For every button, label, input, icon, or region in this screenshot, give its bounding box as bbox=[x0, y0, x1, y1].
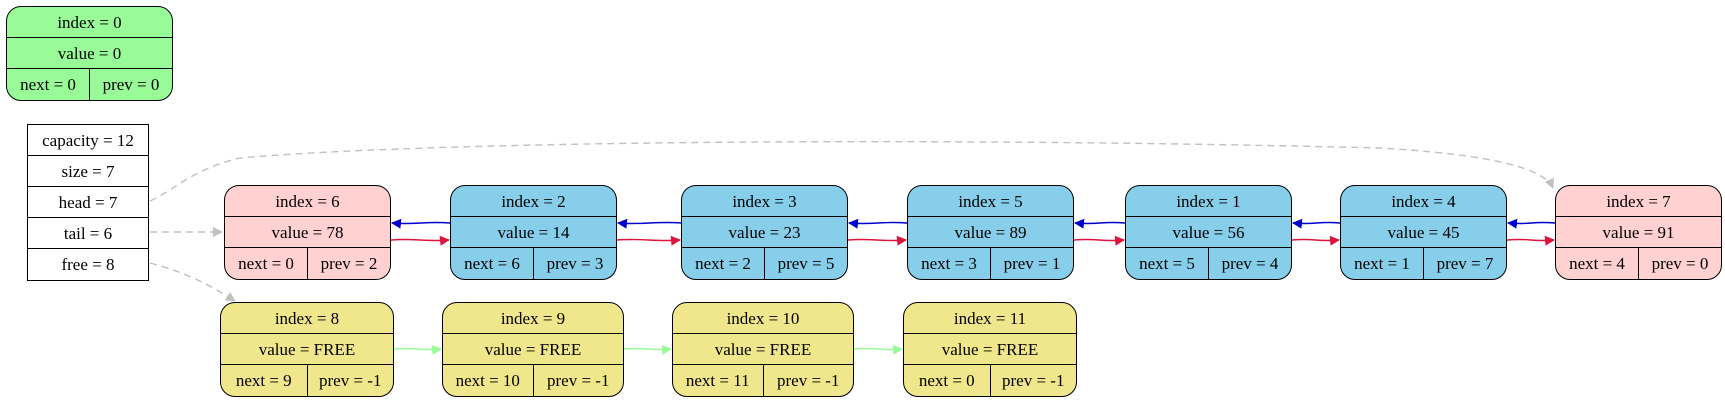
zero-node: index = 0 value = 0 next = 0 prev = 0 bbox=[6, 6, 173, 101]
next-edge bbox=[847, 235, 907, 246]
node-prev: prev = 0 bbox=[102, 75, 160, 94]
list-node: index = 7 value = 91 next = 4 prev = 0 bbox=[1555, 185, 1722, 280]
free-field: free = 8 bbox=[61, 255, 115, 274]
prev-edge bbox=[391, 218, 451, 229]
free-next-edge bbox=[623, 344, 672, 355]
capacity-field: capacity = 12 bbox=[28, 125, 148, 156]
node-value: value = 45 bbox=[1341, 217, 1506, 248]
node-index: index = 6 bbox=[225, 186, 390, 217]
node-prev: prev = -1 bbox=[1002, 371, 1065, 390]
size-field: size = 7 bbox=[28, 156, 148, 187]
list-node: index = 1 value = 56 next = 5 prev = 4 bbox=[1125, 185, 1292, 280]
node-value: value = FREE bbox=[443, 334, 623, 365]
node-prev: prev = 2 bbox=[320, 254, 378, 273]
node-next: next = 5 bbox=[1126, 248, 1209, 279]
free-node: index = 9 value = FREE next = 10 prev = … bbox=[442, 302, 624, 397]
node-value: value = 78 bbox=[225, 217, 390, 248]
node-next: next = 0 bbox=[7, 69, 90, 100]
node-prev: prev = 3 bbox=[546, 254, 604, 273]
node-index: index = 7 bbox=[1556, 186, 1721, 217]
prev-edge bbox=[1074, 218, 1126, 229]
node-next: next = 6 bbox=[451, 248, 534, 279]
node-next: next = 10 bbox=[443, 365, 534, 396]
node-index: index = 4 bbox=[1341, 186, 1506, 217]
node-value: value = FREE bbox=[673, 334, 853, 365]
node-prev: prev = 7 bbox=[1436, 254, 1494, 273]
node-index: index = 0 bbox=[7, 7, 172, 38]
node-next: next = 3 bbox=[908, 248, 991, 279]
node-value: value = FREE bbox=[904, 334, 1076, 365]
free-node: index = 11 value = FREE next = 0 prev = … bbox=[903, 302, 1077, 397]
free-pointer-edge bbox=[149, 262, 236, 302]
free-node: index = 8 value = FREE next = 9 prev = -… bbox=[220, 302, 394, 397]
node-next: next = 0 bbox=[904, 365, 991, 396]
node-value: value = 14 bbox=[451, 217, 616, 248]
node-prev: prev = -1 bbox=[777, 371, 840, 390]
node-prev: prev = 0 bbox=[1651, 254, 1709, 273]
list-node: index = 5 value = 89 next = 3 prev = 1 bbox=[907, 185, 1074, 280]
node-index: index = 11 bbox=[904, 303, 1076, 334]
node-index: index = 10 bbox=[673, 303, 853, 334]
node-value: value = FREE bbox=[221, 334, 393, 365]
list-node: index = 3 value = 23 next = 2 prev = 5 bbox=[681, 185, 848, 280]
free-next-edge bbox=[393, 344, 442, 355]
prev-edge bbox=[617, 218, 682, 229]
node-value: value = 23 bbox=[682, 217, 847, 248]
prev-edge bbox=[848, 218, 908, 229]
free-next-edge bbox=[853, 344, 903, 355]
node-next: next = 4 bbox=[1556, 248, 1639, 279]
free-node: index = 10 value = FREE next = 11 prev =… bbox=[672, 302, 854, 397]
node-index: index = 1 bbox=[1126, 186, 1291, 217]
next-edge bbox=[390, 235, 450, 246]
prev-edge bbox=[1292, 218, 1341, 229]
list-info-table: capacity = 12 size = 7 head = 7 tail = 6… bbox=[27, 124, 149, 281]
list-node: index = 6 value = 78 next = 0 prev = 2 bbox=[224, 185, 391, 280]
node-prev: prev = -1 bbox=[547, 371, 610, 390]
list-node: index = 4 value = 45 next = 1 prev = 7 bbox=[1340, 185, 1507, 280]
node-prev: prev = 4 bbox=[1221, 254, 1279, 273]
node-index: index = 2 bbox=[451, 186, 616, 217]
next-edge bbox=[1073, 235, 1125, 246]
node-prev: prev = 1 bbox=[1003, 254, 1061, 273]
node-next: next = 11 bbox=[673, 365, 764, 396]
node-index: index = 3 bbox=[682, 186, 847, 217]
node-value: value = 91 bbox=[1556, 217, 1721, 248]
next-edge bbox=[1506, 235, 1555, 246]
node-index: index = 5 bbox=[908, 186, 1073, 217]
node-index: index = 8 bbox=[221, 303, 393, 334]
node-index: index = 9 bbox=[443, 303, 623, 334]
node-next: next = 2 bbox=[682, 248, 765, 279]
node-value: value = 89 bbox=[908, 217, 1073, 248]
next-edge bbox=[616, 235, 681, 246]
list-node: index = 2 value = 14 next = 6 prev = 3 bbox=[450, 185, 617, 280]
head-field: head = 7 bbox=[28, 187, 148, 218]
node-next: next = 1 bbox=[1341, 248, 1424, 279]
node-prev: prev = 5 bbox=[777, 254, 835, 273]
node-next: next = 0 bbox=[225, 248, 308, 279]
node-prev: prev = -1 bbox=[319, 371, 382, 390]
node-value: value = 0 bbox=[7, 38, 172, 69]
node-value: value = 56 bbox=[1126, 217, 1291, 248]
next-edge bbox=[1291, 235, 1340, 246]
head-pointer-edge bbox=[149, 140, 1554, 202]
node-next: next = 9 bbox=[221, 365, 308, 396]
tail-field: tail = 6 bbox=[28, 218, 148, 249]
prev-edge bbox=[1507, 218, 1556, 229]
